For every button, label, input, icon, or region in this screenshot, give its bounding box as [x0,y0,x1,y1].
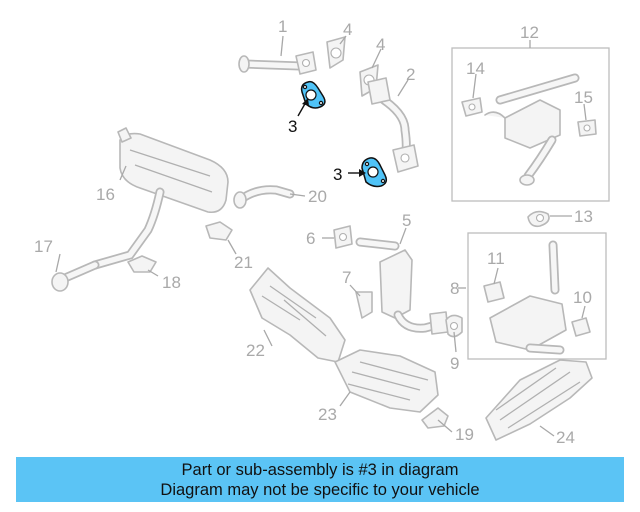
part-3-gasket-lower [361,157,388,188]
part-8-converter-assembly [489,240,567,355]
callout-11: 11 [487,249,505,268]
callout-20: 20 [308,187,327,206]
callout-6: 6 [306,229,315,248]
callout-labels: 1 2 3 3 4 4 5 6 7 8 9 10 11 12 13 14 15 … [34,17,593,447]
callout-8: 8 [450,279,459,298]
part-14-hanger [461,97,483,117]
part-10-bracket [571,317,591,337]
callout-7: 7 [342,268,351,287]
info-banner: Part or sub-assembly is #3 in diagram Di… [16,457,624,502]
part-21-clamp [205,221,233,241]
callout-18: 18 [162,273,181,292]
part-6-gasket [333,225,353,249]
callout-12: 12 [520,23,539,42]
part-2-pipe [367,77,419,173]
part-4-gasket-upper [326,36,346,69]
banner-line-1: Part or sub-assembly is #3 in diagram [181,461,459,479]
part-11-hanger [483,281,505,303]
leader-lines [55,35,587,437]
part-3-arrows [297,98,366,177]
callout-24: 24 [556,428,575,447]
part-20-pipe [233,185,295,209]
part-13-gasket [527,210,550,228]
callout-10: 10 [573,288,592,307]
part-9-gasket [445,314,463,338]
callout-3-lower: 3 [333,165,342,184]
exhaust-parts-diagram: 1 2 3 3 4 4 5 6 7 8 9 10 11 12 13 14 15 … [34,17,610,447]
callout-22: 22 [246,341,265,360]
banner-line-2: Diagram may not be specific to your vehi… [160,481,480,499]
callout-21: 21 [234,253,253,272]
callout-1: 1 [278,17,287,36]
part-23-heat-shield [334,349,439,413]
part-17-tail-pipe [51,260,100,292]
callout-9: 9 [450,354,459,373]
callout-17: 17 [34,237,53,256]
callout-15: 15 [574,88,593,107]
callout-4-lower: 4 [376,35,385,54]
part-18-hanger [127,255,157,273]
part-24-heat-shield [485,359,593,441]
callout-4-upper: 4 [343,20,352,39]
callout-3-upper: 3 [288,117,297,136]
part-22-heat-shield [249,267,346,363]
part-1-front-pipe [238,51,317,75]
part-16-muffler [90,127,229,270]
callout-2: 2 [406,65,415,84]
callout-5: 5 [402,211,411,230]
callout-14: 14 [466,59,485,78]
part-15-clamp [577,119,597,137]
callout-13: 13 [574,207,593,226]
callout-23: 23 [318,405,337,424]
callout-16: 16 [96,185,115,204]
callout-19: 19 [455,425,474,444]
part-7-bracket [355,291,373,319]
part-8-group-box [467,232,607,360]
part-5-catalytic-converter [355,237,449,335]
part-12-muffler-assembly [484,73,580,186]
